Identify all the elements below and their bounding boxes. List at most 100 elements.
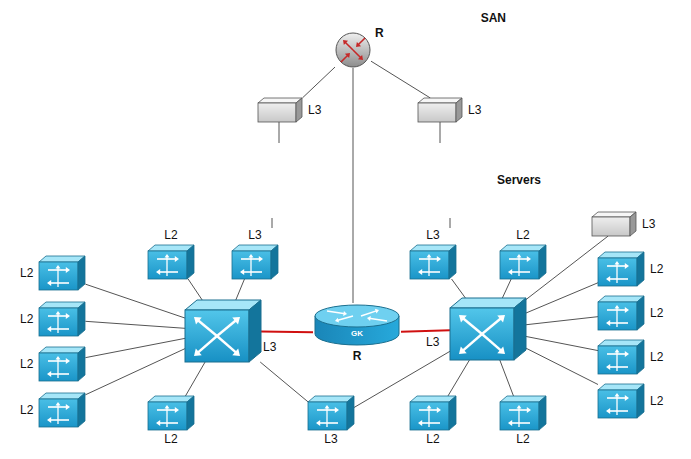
switch-node: L2 xyxy=(148,396,194,446)
device-label: L2 xyxy=(426,432,439,446)
network-link xyxy=(302,67,335,98)
device-label: L2 xyxy=(650,306,663,320)
device-label: SAN xyxy=(481,11,506,25)
device-label: L3 xyxy=(642,217,655,231)
device-label: L2 xyxy=(650,262,663,276)
router-icon xyxy=(335,32,371,68)
switch-icon xyxy=(598,296,644,330)
switch-node: L3 xyxy=(410,228,456,279)
device-label: Servers xyxy=(497,173,541,187)
device-label: R xyxy=(353,349,362,363)
servers-region: Servers xyxy=(183,143,485,218)
l3-device-icon xyxy=(592,212,636,236)
network-link xyxy=(526,336,598,350)
switch-node: L2 xyxy=(598,384,663,418)
l3-device-icon xyxy=(418,98,462,122)
switch-node: L2 xyxy=(598,252,663,286)
trunk-link xyxy=(261,331,313,334)
device-label: L3 xyxy=(426,228,439,242)
network-link xyxy=(452,279,466,298)
switch-node: L2 xyxy=(598,340,663,374)
switch-icon xyxy=(500,396,546,430)
l3-device-node: L3 xyxy=(592,212,655,236)
switch-node: L3 xyxy=(232,228,278,279)
switch-icon xyxy=(148,245,194,279)
switch-icon xyxy=(598,252,644,286)
network-link xyxy=(526,348,598,384)
switch-node: L3 xyxy=(308,396,354,446)
servers-outline xyxy=(183,143,485,218)
gatekeeper-body: GK xyxy=(313,303,401,347)
device-label: R xyxy=(375,26,384,40)
core-switch-node: L3 xyxy=(450,298,526,360)
device-label: L2 xyxy=(650,350,663,364)
switch-icon xyxy=(598,340,644,374)
switch-icon xyxy=(39,256,85,290)
switch-node: L2 xyxy=(20,393,85,427)
device-label: L3 xyxy=(308,103,321,117)
device-label: L2 xyxy=(20,357,33,371)
network-link xyxy=(502,279,511,298)
l3-device-node: L3 xyxy=(418,98,481,122)
switch-node: L2 xyxy=(500,396,546,446)
l3-device-icon xyxy=(258,98,302,122)
network-link xyxy=(450,218,451,228)
gatekeeper-router-icon xyxy=(313,303,401,347)
network-link xyxy=(279,122,280,143)
switch-node: L2 xyxy=(410,396,456,446)
device-label: L3 xyxy=(248,228,261,242)
network-link xyxy=(353,68,354,303)
router-node: R xyxy=(335,32,371,68)
network-link xyxy=(448,360,470,396)
switch-icon xyxy=(410,245,456,279)
core-switch-icon xyxy=(185,300,261,362)
device-label: L2 xyxy=(20,266,33,280)
switch-icon xyxy=(410,396,456,430)
trunk-link xyxy=(401,330,450,331)
switch-node: L2 xyxy=(20,302,85,336)
core-switch-node: L3 xyxy=(185,300,261,362)
switch-icon xyxy=(232,245,278,279)
database-link xyxy=(218,40,335,49)
device-label: L3 xyxy=(468,103,481,117)
network-link xyxy=(236,279,245,300)
network-link xyxy=(500,360,514,396)
device-label: L3 xyxy=(324,432,337,446)
switch-icon xyxy=(39,302,85,336)
san-region: SAN R L3 L3 xyxy=(178,4,518,128)
device-label: L3 xyxy=(426,335,439,349)
core-switch-icon xyxy=(450,298,526,360)
database-icon xyxy=(188,21,218,61)
device-label: L2 xyxy=(164,228,177,242)
network-link xyxy=(440,122,441,143)
network-link xyxy=(85,321,185,328)
network-link xyxy=(85,338,185,357)
switch-node: L2 xyxy=(148,228,194,279)
switch-icon xyxy=(500,245,546,279)
switch-node: L2 xyxy=(20,256,85,290)
switch-node: L2 xyxy=(500,228,546,279)
gatekeeper-router-node: GK R xyxy=(313,303,401,363)
l3-device-node: L3 xyxy=(258,98,321,122)
network-link xyxy=(188,279,202,300)
device-label: L2 xyxy=(516,228,529,242)
switch-icon xyxy=(148,396,194,430)
server-stack xyxy=(248,146,306,213)
network-link xyxy=(260,362,308,402)
network-link xyxy=(371,61,430,98)
switch-node: L2 xyxy=(20,347,85,381)
network-link xyxy=(526,317,598,325)
switch-node: L2 xyxy=(598,296,663,330)
network-link xyxy=(85,284,185,318)
switch-icon xyxy=(39,347,85,381)
network-link xyxy=(185,362,205,396)
device-label: L2 xyxy=(20,312,33,326)
network-link xyxy=(526,283,598,313)
switch-icon xyxy=(308,396,354,430)
device-label: L2 xyxy=(650,394,663,408)
device-label: GK xyxy=(313,329,401,339)
network-link xyxy=(85,349,185,395)
device-label: L2 xyxy=(164,432,177,446)
